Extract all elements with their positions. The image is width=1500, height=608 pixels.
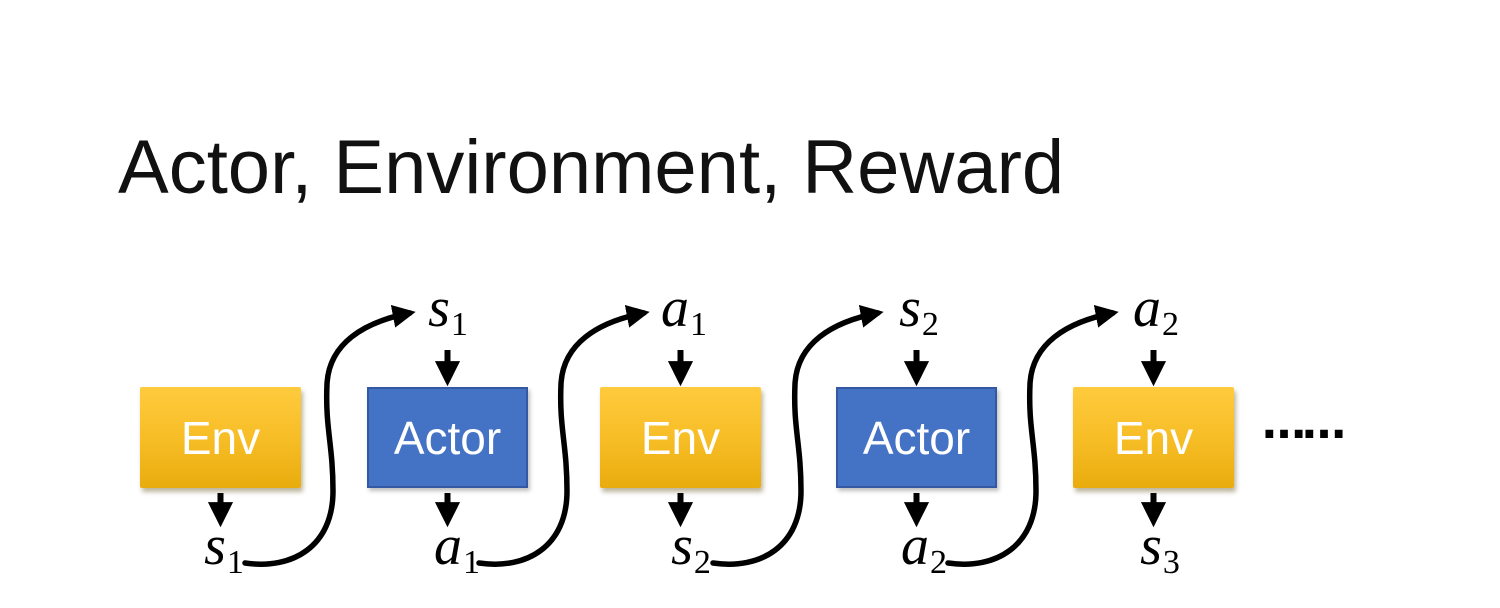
env-box-1: Env	[140, 387, 301, 488]
env-box-1-label: Env	[180, 411, 261, 464]
action-label-top-a1: a1	[661, 277, 707, 343]
env-box-3-label: Env	[1113, 411, 1194, 464]
actor-box-2-label: Actor	[862, 411, 971, 464]
slide-title: Actor, Environment, Reward	[118, 125, 1065, 210]
env-box-2: Env	[600, 387, 761, 488]
state-label-bottom-s1: s1	[204, 515, 244, 581]
action-label-bottom-a1: a1	[434, 515, 480, 581]
action-label-bottom-a2: a2	[901, 515, 947, 581]
actor-box-1: Actor	[367, 387, 528, 488]
state-label-bottom-s3: s3	[1140, 515, 1180, 581]
env-box-3: Env	[1073, 387, 1234, 488]
state-label-top-s1: s1	[428, 277, 468, 343]
action-label-top-a2: a2	[1133, 277, 1179, 343]
state-label-top-s2: s2	[899, 277, 939, 343]
state-label-bottom-s2: s2	[671, 515, 711, 581]
actor-box-2: Actor	[836, 387, 997, 488]
actor-box-1-label: Actor	[393, 411, 502, 464]
continuation-ellipsis: ……	[1262, 398, 1346, 449]
env-box-2-label: Env	[640, 411, 721, 464]
